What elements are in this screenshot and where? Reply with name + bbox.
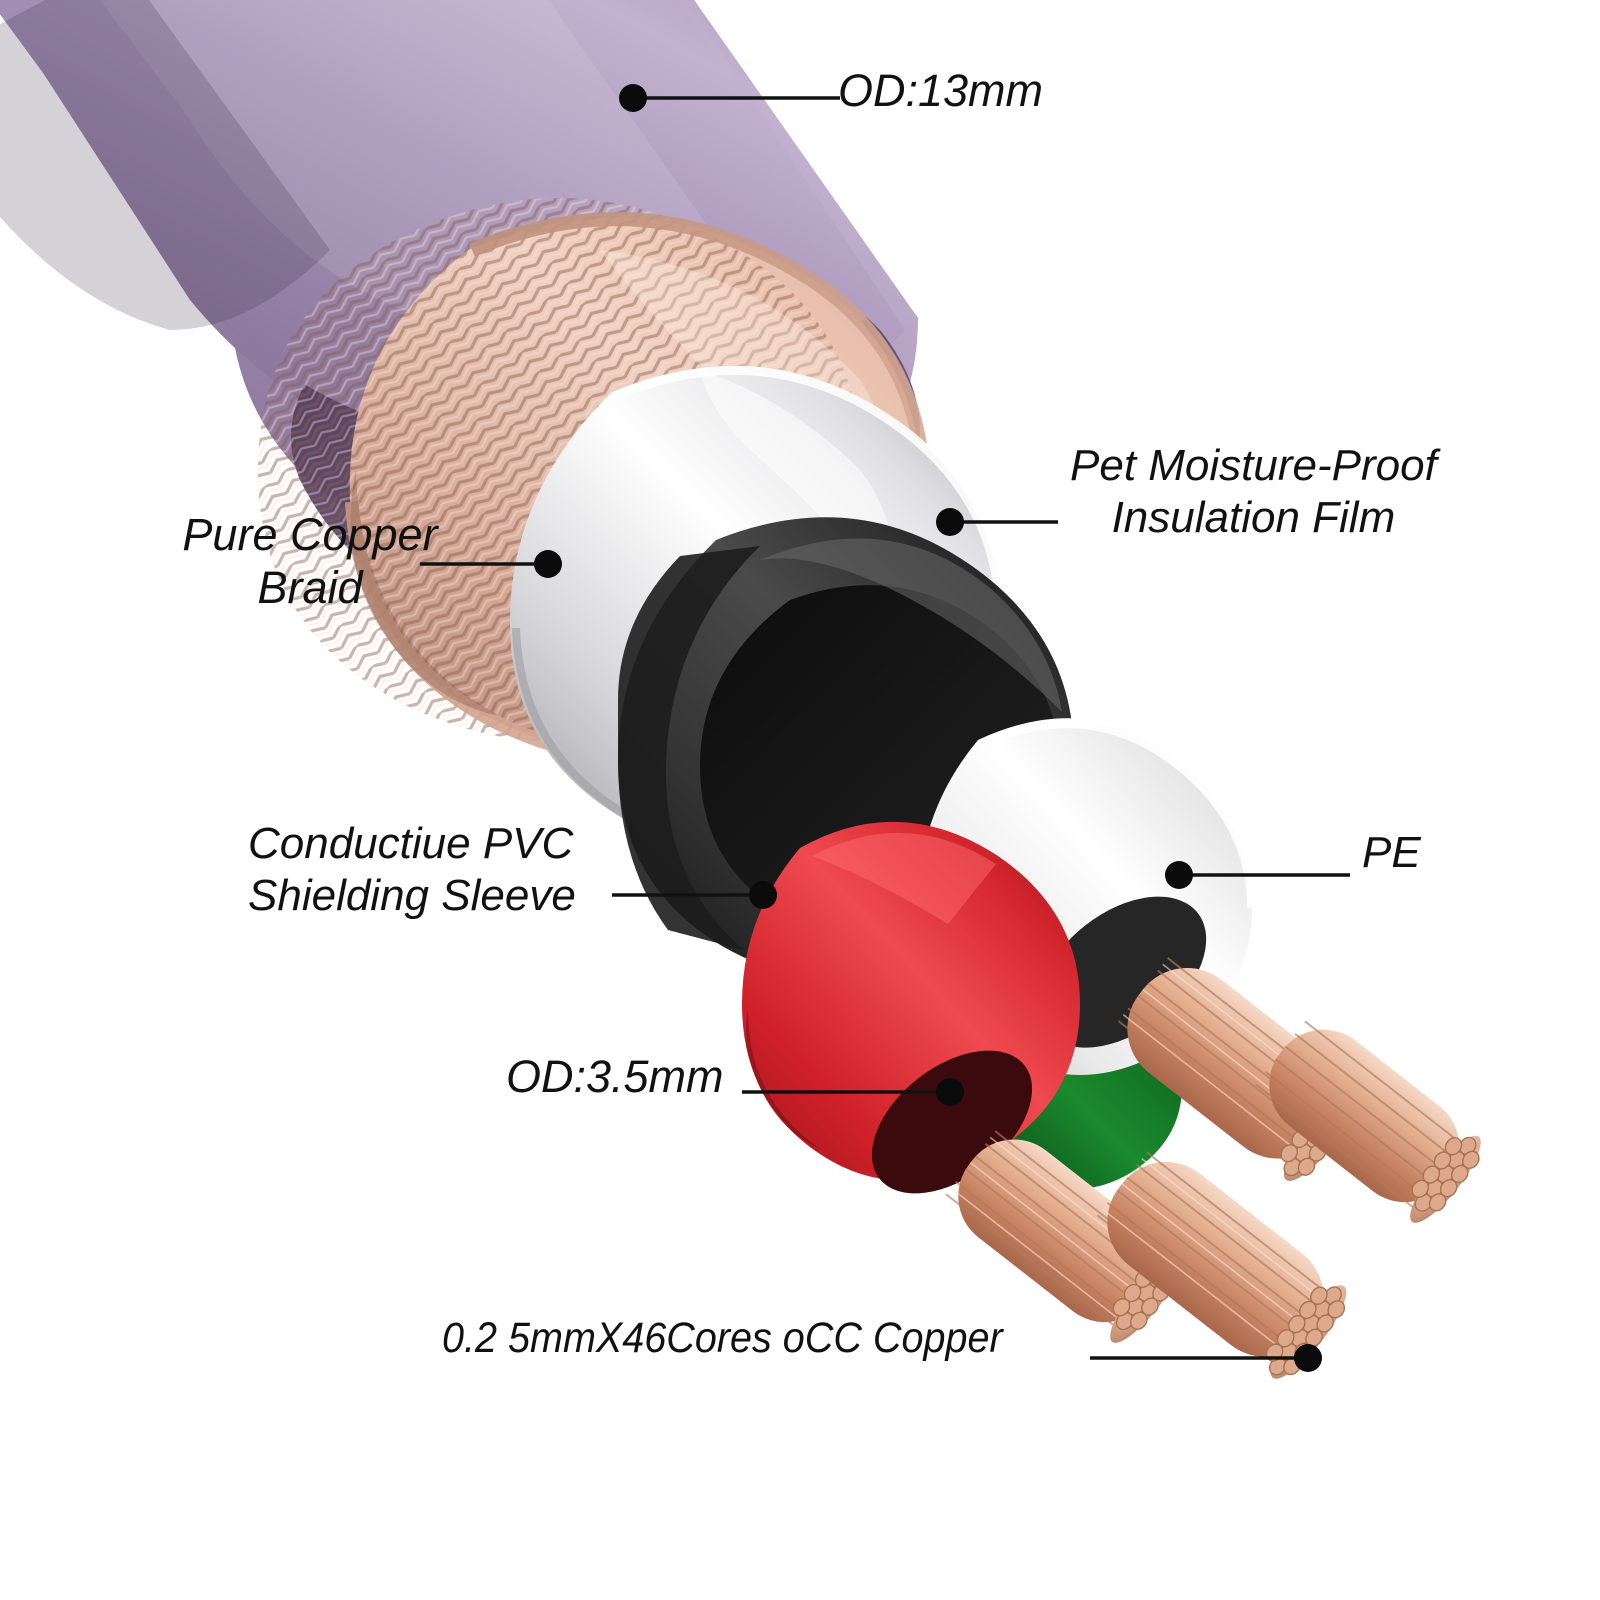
leader-dot-copper-braid xyxy=(534,550,562,578)
leader-dot-occ-copper xyxy=(1294,1344,1322,1372)
occ-copper-strands xyxy=(945,957,1481,1379)
leader-dots xyxy=(534,84,1322,1372)
leader-dot-pe-core xyxy=(1165,861,1193,889)
callout-label-od-outer: OD:13mm xyxy=(838,65,1044,116)
leader-lines xyxy=(420,96,1350,1360)
callout-label-od-inner: OD:3.5mm xyxy=(506,1051,724,1102)
callout-label-copper-braid: Pure Copper Braid xyxy=(182,509,438,614)
callout-label-occ-copper: 0.2 5mmX46Cores oCC Copper xyxy=(442,1314,1003,1362)
leader-dot-od-outer xyxy=(619,84,647,112)
callout-label-pe-core: PE xyxy=(1362,828,1421,877)
leader-dot-od-inner xyxy=(936,1078,964,1106)
callout-label-pvc-sleeve: Conductiue PVC Shielding Sleeve xyxy=(248,819,576,920)
leader-dot-pet-film xyxy=(936,508,964,536)
leader-dot-pvc-sleeve xyxy=(749,881,777,909)
callout-label-pet-film: Pet Moisture-Proof Insulation Film xyxy=(1070,441,1437,542)
